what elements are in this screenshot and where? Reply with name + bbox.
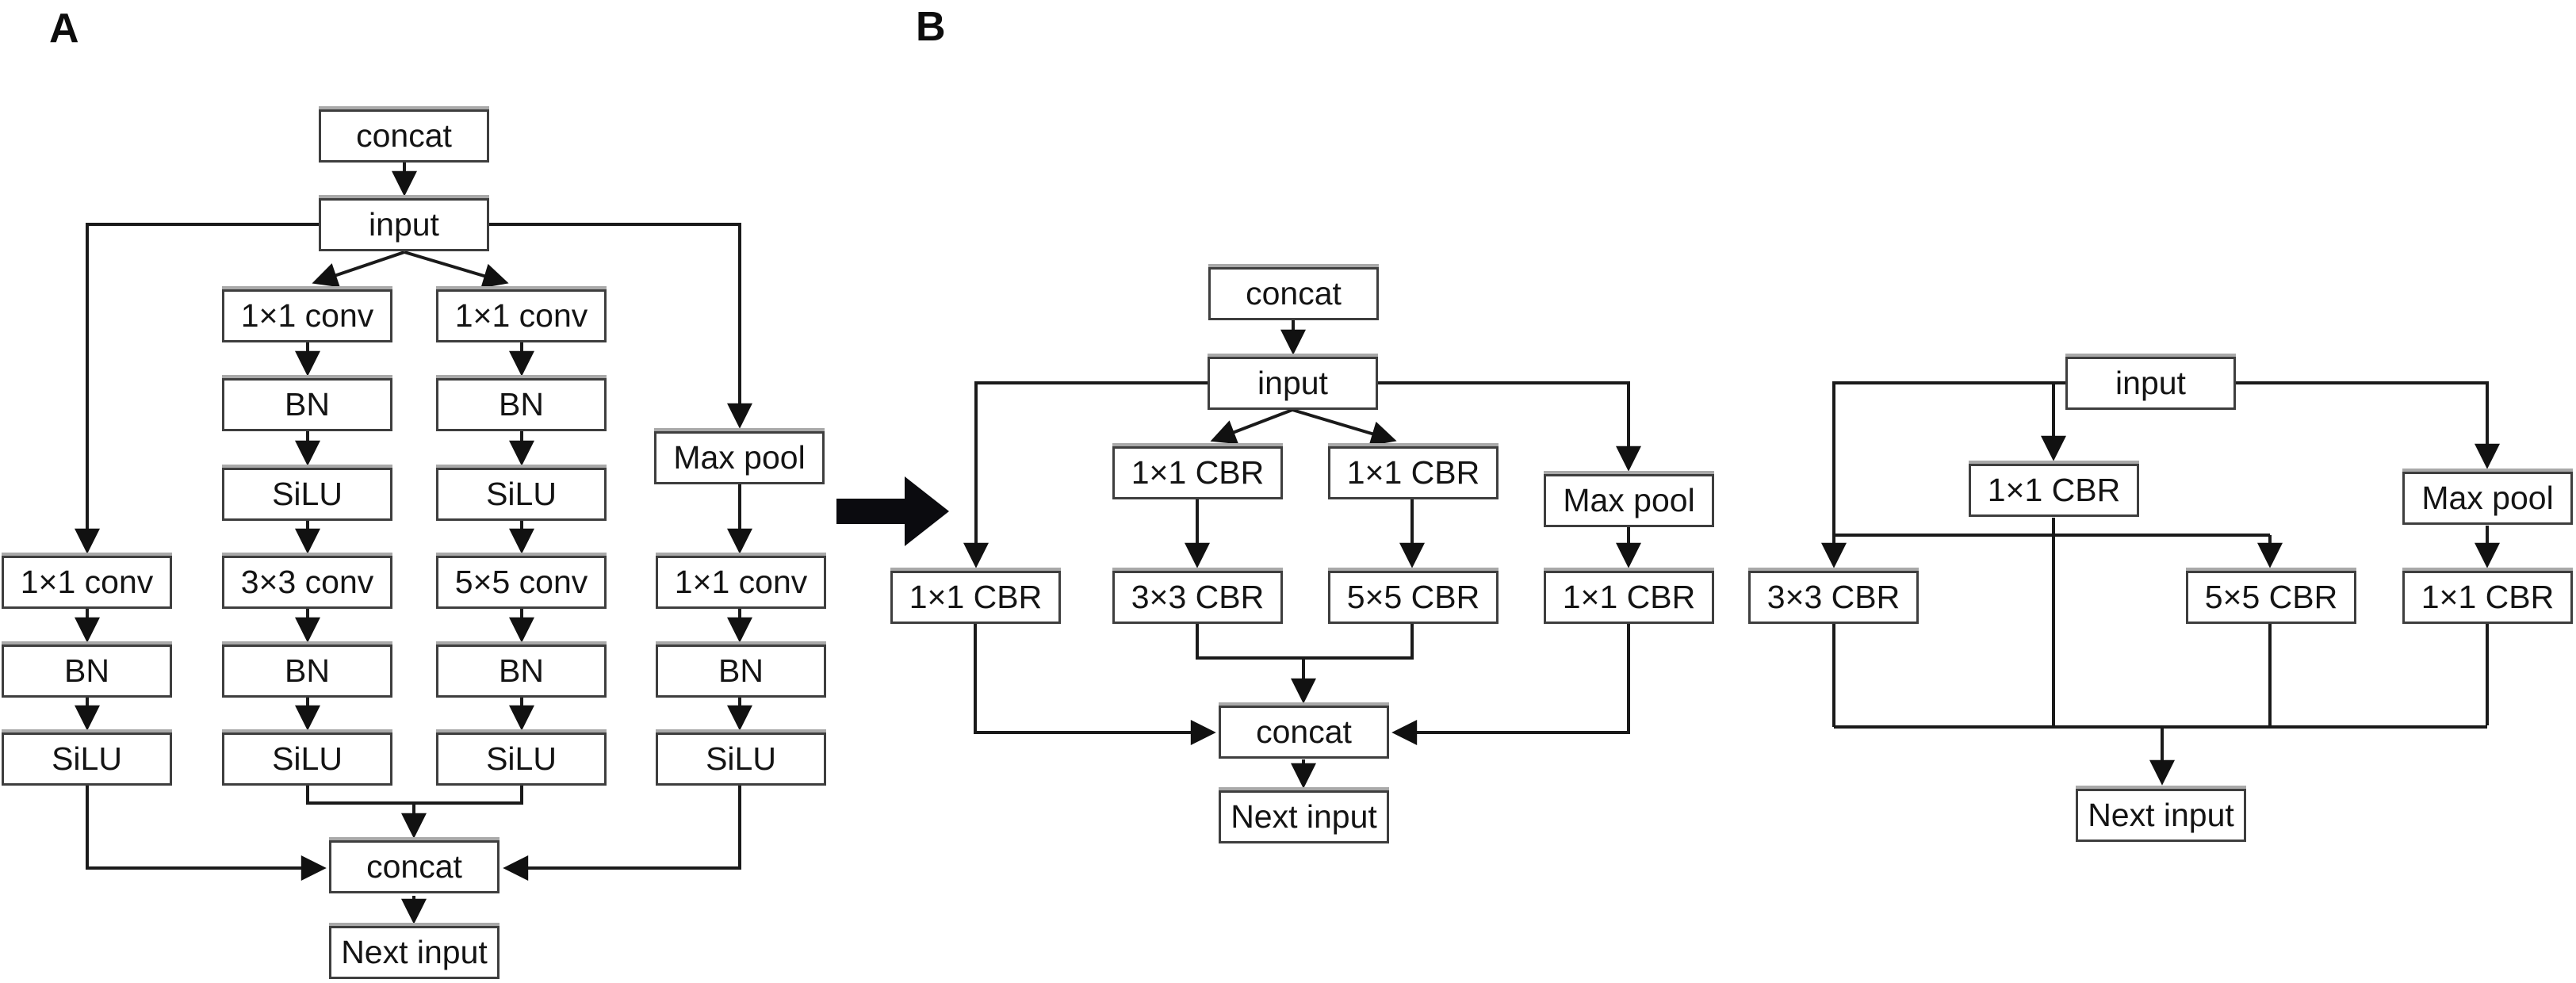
node-a-bn-branch1: BN [222, 378, 392, 431]
panel-a-label: A [49, 6, 79, 52]
node-a-bn-skip: BN [2, 644, 172, 698]
node-a-silu-pool: SiLU [656, 732, 826, 786]
node-bl-cbr3x3: 3×3 CBR [1112, 571, 1283, 624]
node-bl-input: input [1208, 357, 1378, 410]
node-a-conv5x5: 5×5 conv [436, 556, 607, 609]
node-bl-concat-bottom: concat [1219, 706, 1389, 759]
node-a-conv3x3: 3×3 conv [222, 556, 392, 609]
node-a-bn-5x5: BN [436, 644, 607, 698]
node-a-conv1x1-pool: 1×1 conv [656, 556, 826, 609]
node-br-input: input [2065, 357, 2236, 410]
node-a-next-input: Next input [329, 926, 500, 979]
node-a-concat-top: concat [319, 109, 489, 163]
node-a-silu-branch1: SiLU [222, 468, 392, 521]
panel-transition-arrow-icon [836, 476, 949, 546]
node-bl-cbr5x5: 5×5 CBR [1328, 571, 1499, 624]
node-a-conv1x1-branch2: 1×1 conv [436, 289, 607, 342]
node-bl-cbr1x1-pool: 1×1 CBR [1544, 571, 1714, 624]
node-bl-cbr1x1-skip: 1×1 CBR [890, 571, 1061, 624]
node-bl-next-input: Next input [1219, 790, 1389, 843]
node-a-concat-bottom: concat [329, 840, 500, 893]
node-a-bn-pool: BN [656, 644, 826, 698]
node-a-silu-5x5: SiLU [436, 732, 607, 786]
node-a-conv1x1-branch1: 1×1 conv [222, 289, 392, 342]
node-br-cbr1x1: 1×1 CBR [1969, 464, 2139, 517]
node-bl-concat-top: concat [1208, 267, 1379, 320]
node-br-cbr1x1-pool: 1×1 CBR [2402, 571, 2573, 624]
node-bl-cbr1x1-branch2: 1×1 CBR [1328, 446, 1499, 499]
node-br-max-pool: Max pool [2402, 472, 2573, 525]
node-br-cbr5x5: 5×5 CBR [2186, 571, 2356, 624]
node-a-silu-skip: SiLU [2, 732, 172, 786]
node-a-conv1x1-skip: 1×1 conv [2, 556, 172, 609]
node-bl-max-pool: Max pool [1544, 474, 1714, 527]
node-a-silu-3x3: SiLU [222, 732, 392, 786]
node-a-bn-3x3: BN [222, 644, 392, 698]
node-br-next-input: Next input [2076, 789, 2246, 842]
node-bl-cbr1x1-branch1: 1×1 CBR [1112, 446, 1283, 499]
panel-b-label: B [916, 4, 946, 50]
node-a-max-pool: Max pool [654, 431, 825, 484]
node-a-bn-branch2: BN [436, 378, 607, 431]
node-br-cbr3x3: 3×3 CBR [1748, 571, 1919, 624]
node-a-input: input [319, 198, 489, 251]
node-a-silu-branch2: SiLU [436, 468, 607, 521]
